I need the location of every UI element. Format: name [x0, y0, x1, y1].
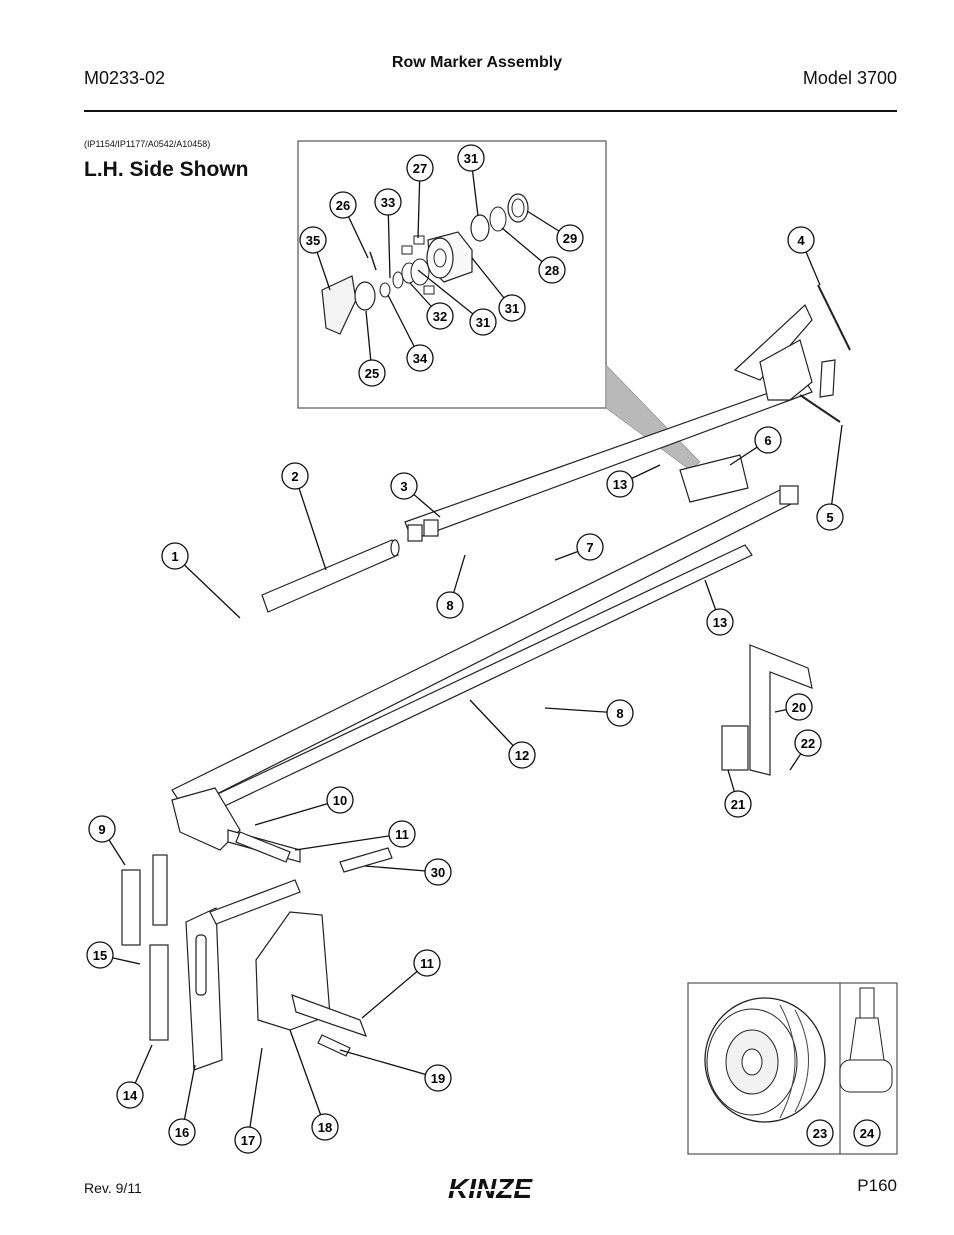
wheel-inset	[687, 982, 898, 1155]
callout-22: 22	[794, 729, 822, 757]
document-number: M0233-02	[84, 68, 166, 88]
callout-14: 14	[116, 1081, 144, 1109]
view-label: L.H. Side Shown	[84, 158, 249, 181]
callout-35: 35	[299, 226, 327, 254]
svg-text:4: 4	[797, 233, 805, 248]
svg-text:13: 13	[713, 615, 727, 630]
callout-11-lower: 11	[413, 949, 441, 977]
revision-label: Rev. 9/11	[84, 1180, 142, 1196]
callout-31-middle: 31	[469, 308, 497, 336]
svg-text:24: 24	[860, 1126, 875, 1141]
svg-text:22: 22	[801, 736, 815, 751]
callout-34: 34	[406, 344, 434, 372]
callout-28: 28	[538, 256, 566, 284]
callout-5: 5	[816, 503, 844, 531]
callout-8-upper: 8	[436, 591, 464, 619]
svg-text:12: 12	[515, 748, 529, 763]
svg-text:8: 8	[446, 598, 453, 613]
callout-17: 17	[234, 1126, 262, 1154]
svg-text:23: 23	[813, 1126, 827, 1141]
svg-text:KINZE: KINZE	[448, 1173, 533, 1204]
callout-2: 2	[281, 462, 309, 490]
svg-text:35: 35	[306, 233, 320, 248]
svg-text:25: 25	[365, 366, 379, 381]
svg-text:7: 7	[586, 540, 593, 555]
svg-text:31: 31	[464, 151, 478, 166]
callout-30: 30	[424, 858, 452, 886]
svg-text:10: 10	[333, 793, 347, 808]
svg-text:20: 20	[792, 700, 806, 715]
svg-text:32: 32	[433, 309, 447, 324]
callout-31-right: 31	[498, 294, 526, 322]
callout-4: 4	[787, 226, 815, 254]
svg-text:15: 15	[93, 948, 107, 963]
callout-8-lower: 8	[606, 699, 634, 727]
callout-15: 15	[86, 941, 114, 969]
marker-frame	[121, 284, 851, 1071]
page-title: Row Marker Assembly	[391, 54, 563, 71]
svg-text:14: 14	[123, 1088, 138, 1103]
callout-18: 18	[311, 1113, 339, 1141]
svg-text:21: 21	[731, 797, 745, 812]
svg-text:31: 31	[505, 301, 519, 316]
svg-text:1: 1	[171, 549, 178, 564]
svg-text:31: 31	[476, 315, 490, 330]
svg-text:11: 11	[395, 827, 409, 842]
svg-text:30: 30	[431, 865, 445, 880]
svg-text:16: 16	[175, 1125, 189, 1140]
svg-text:27: 27	[413, 161, 427, 176]
callout-11-upper: 11	[388, 820, 416, 848]
callout-32: 32	[426, 302, 454, 330]
callout-19: 19	[424, 1064, 452, 1092]
callout-10: 10	[326, 786, 354, 814]
callout-6: 6	[754, 426, 782, 454]
callout-16: 16	[168, 1118, 196, 1146]
svg-text:13: 13	[613, 477, 627, 492]
svg-text:9: 9	[98, 822, 105, 837]
callout-31-top: 31	[457, 144, 485, 172]
header-divider	[84, 110, 897, 112]
callout-24: 24	[853, 1119, 881, 1147]
svg-text:33: 33	[381, 195, 395, 210]
kinze-logo: KINZE	[436, 1173, 546, 1204]
callout-27: 27	[406, 154, 434, 182]
callouts: 1 2 3 4 5 6 7 8 8 9 10 11 11 12 13 13 14…	[86, 144, 881, 1154]
page-number: P160	[857, 1176, 897, 1195]
callout-9: 9	[88, 815, 116, 843]
callout-13-upper: 13	[606, 470, 634, 498]
part-codes: (IP1154/IP1177/A0542/A10458)	[84, 139, 211, 149]
callout-29: 29	[556, 224, 584, 252]
svg-text:18: 18	[318, 1120, 332, 1135]
model-label: Model 3700	[802, 68, 897, 88]
svg-text:29: 29	[563, 231, 577, 246]
svg-text:6: 6	[764, 433, 771, 448]
svg-text:5: 5	[826, 510, 833, 525]
svg-text:34: 34	[413, 351, 428, 366]
svg-text:19: 19	[431, 1071, 445, 1086]
callout-1: 1	[161, 542, 189, 570]
callout-26: 26	[329, 191, 357, 219]
svg-text:8: 8	[616, 706, 623, 721]
callout-21: 21	[724, 790, 752, 818]
callout-20: 20	[785, 693, 813, 721]
svg-text:2: 2	[291, 469, 298, 484]
svg-text:26: 26	[336, 198, 350, 213]
callout-3: 3	[390, 472, 418, 500]
callout-25: 25	[358, 359, 386, 387]
svg-text:28: 28	[545, 263, 559, 278]
callout-13-lower: 13	[706, 608, 734, 636]
svg-text:3: 3	[400, 479, 407, 494]
callout-7: 7	[576, 533, 604, 561]
callout-23: 23	[806, 1119, 834, 1147]
callout-12: 12	[508, 741, 536, 769]
callout-33: 33	[374, 188, 402, 216]
svg-text:17: 17	[241, 1133, 255, 1148]
svg-text:11: 11	[420, 956, 434, 971]
